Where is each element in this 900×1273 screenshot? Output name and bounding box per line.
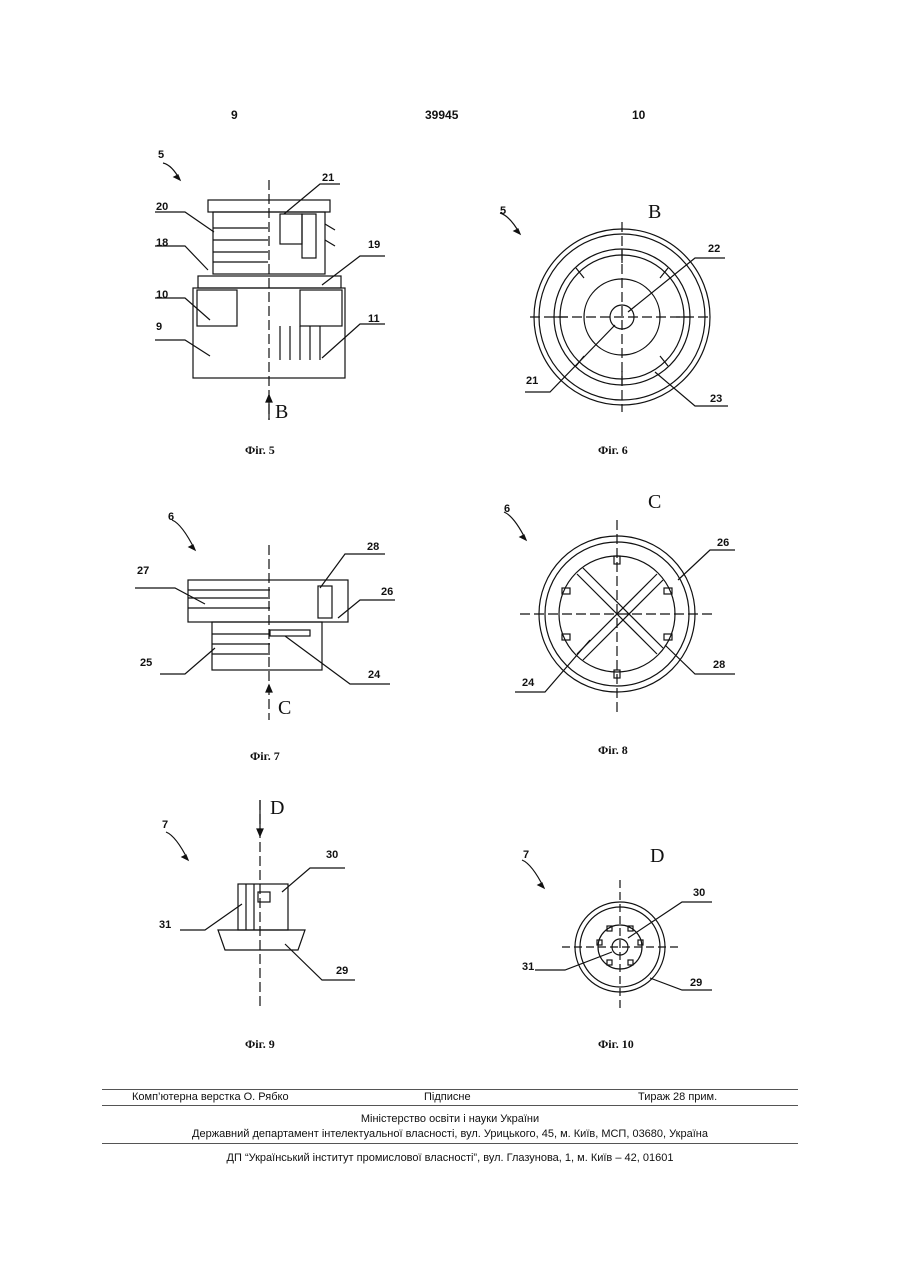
label-fig6-23: 23 [710, 394, 722, 405]
footer-ministry: Міністерство освіти і науки України [102, 1113, 798, 1127]
label-fig9-29: 29 [336, 966, 348, 977]
label-fig10-30: 30 [693, 888, 705, 899]
label-fig7-28: 28 [367, 542, 379, 553]
figure-5-drawing [0, 0, 450, 470]
label-fig8-6: 6 [504, 504, 510, 515]
label-fig8-28: 28 [713, 660, 725, 671]
label-fig5-11: 11 [368, 314, 380, 325]
label-fig5-21: 21 [322, 173, 334, 184]
label-fig5-5: 5 [158, 150, 164, 161]
label-fig8-24: 24 [522, 678, 534, 689]
label-fig7-27: 27 [137, 566, 149, 577]
label-fig7-6: 6 [168, 512, 174, 523]
caption-fig7: Фіг. 7 [250, 750, 280, 762]
caption-fig9: Фіг. 9 [245, 1038, 275, 1050]
figure-8-drawing [450, 470, 900, 780]
label-fig6-22: 22 [708, 244, 720, 255]
figure-5: 5 21 20 18 19 10 11 9 B Фіг. 5 [0, 0, 450, 470]
caption-fig5: Фіг. 5 [245, 444, 275, 456]
label-fig7-25: 25 [140, 658, 152, 669]
figure-6: 5 22 21 23 B Фіг. 6 [450, 0, 900, 470]
figure-9-drawing [0, 780, 450, 1070]
footer-institute: ДП “Український інститут промислової вла… [102, 1152, 798, 1166]
view-letter-fig6: B [648, 202, 661, 222]
footer-rule-top [102, 1089, 798, 1090]
figure-10-drawing [450, 780, 900, 1070]
label-fig10-7: 7 [523, 850, 529, 861]
footer-rule-bottom [102, 1143, 798, 1144]
figure-6-drawing [450, 0, 900, 470]
label-fig9-31: 31 [159, 920, 171, 931]
figure-7: 6 28 27 26 25 24 C Фіг. 7 [0, 470, 450, 780]
label-fig10-31: 31 [522, 962, 534, 973]
caption-fig8: Фіг. 8 [598, 744, 628, 756]
view-letter-fig7: C [278, 698, 291, 718]
figure-8: 6 26 28 24 C Фіг. 8 [450, 470, 900, 780]
view-letter-fig8: C [648, 492, 661, 512]
label-fig5-9: 9 [156, 322, 162, 333]
label-fig5-18: 18 [156, 238, 168, 249]
label-fig8-26: 26 [717, 538, 729, 549]
figure-9: 7 30 31 29 D Фіг. 9 [0, 780, 450, 1070]
label-fig5-20: 20 [156, 202, 168, 213]
caption-fig6: Фіг. 6 [598, 444, 628, 456]
caption-fig10: Фіг. 10 [598, 1038, 634, 1050]
footer-typesetting: Комп’ютерна верстка О. Рябко [132, 1091, 289, 1105]
label-fig6-21: 21 [526, 376, 538, 387]
label-fig9-30: 30 [326, 850, 338, 861]
footer-print-run: Тираж 28 прим. [638, 1091, 717, 1105]
footer-department: Державний департамент інтелектуальної вл… [102, 1128, 798, 1142]
footer-rule-middle [102, 1105, 798, 1106]
label-fig5-10: 10 [156, 290, 168, 301]
label-fig10-29: 29 [690, 978, 702, 989]
label-fig7-26: 26 [381, 587, 393, 598]
figure-7-drawing [0, 470, 450, 780]
label-fig9-7: 7 [162, 820, 168, 831]
view-letter-fig5: B [275, 402, 288, 422]
view-letter-fig10: D [650, 846, 664, 866]
view-letter-fig9: D [270, 798, 284, 818]
footer-signed: Підписне [424, 1091, 471, 1105]
label-fig6-5: 5 [500, 206, 506, 217]
label-fig7-24: 24 [368, 670, 380, 681]
label-fig5-19: 19 [368, 240, 380, 251]
figure-10: 7 30 31 29 D Фіг. 10 [450, 780, 900, 1070]
